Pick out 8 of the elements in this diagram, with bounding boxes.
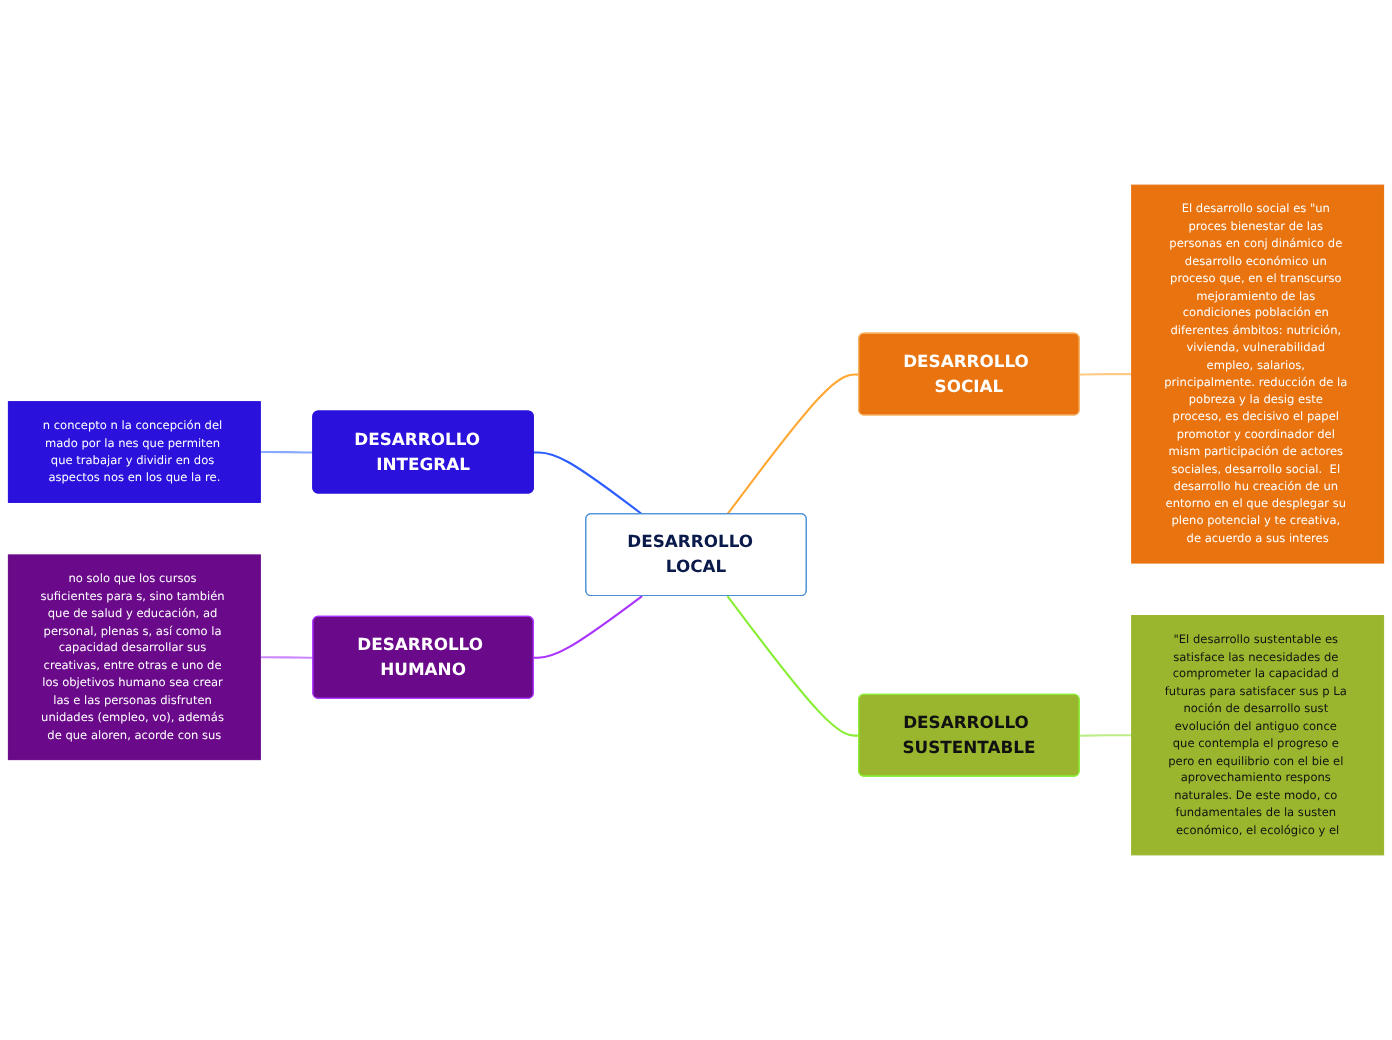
- connector: [726, 373, 860, 515]
- connector: [1079, 373, 1132, 376]
- connector: [1079, 734, 1132, 737]
- connector: [260, 656, 314, 659]
- connector: [726, 595, 860, 737]
- connector: [533, 595, 643, 659]
- connector: [260, 450, 314, 454]
- connector: [533, 451, 643, 516]
